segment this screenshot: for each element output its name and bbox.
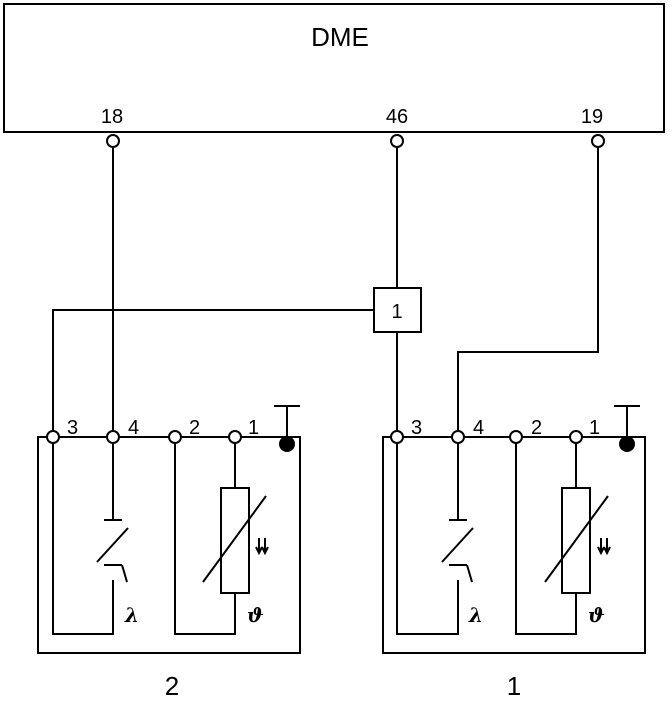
sensor-right-heater-resistor-icon — [561, 487, 591, 594]
sensor-right-pin-1-terminal — [569, 430, 583, 444]
sensor-left-pin-2-terminal — [168, 430, 182, 444]
sensor-right-pin-4-label: 4 — [473, 417, 484, 439]
sensor-right-pin-1-label: 1 — [589, 417, 600, 439]
sensor-right-pin-2-terminal — [509, 430, 523, 444]
sensor-left-switch-icon — [96, 527, 129, 563]
sensor-right-pin-4-terminal — [451, 430, 465, 444]
junction-box — [373, 287, 422, 333]
sensor-right-pin-3-label: 3 — [411, 417, 422, 439]
sensor-right-ground-terminal — [619, 436, 635, 452]
sensor-right-pin-3-terminal — [390, 430, 404, 444]
sensor-right: λ ϑ 3 4 2 1 1 — [382, 405, 646, 701]
sensor-left-lambda-loop — [52, 443, 114, 635]
dme-pin-46-label: 46 — [386, 106, 408, 128]
sensor-left-ground-terminal — [279, 436, 295, 452]
sensor-left-pin-4-terminal — [106, 430, 120, 444]
dme-box — [3, 3, 665, 133]
sensor-right-lambda-loop — [396, 443, 459, 635]
sensor-left: λ ϑ 3 4 2 1 2 — [37, 405, 301, 701]
wires — [52, 148, 599, 430]
dme-pin-18-label: 18 — [101, 106, 123, 128]
dme-label: DME — [311, 22, 369, 52]
sensor-left-pin-2-label: 2 — [189, 417, 200, 439]
sensor-right-thermistor-slash-icon — [544, 495, 609, 583]
sensor-left-heat-arrows-icon — [255, 538, 269, 556]
sensor-left-heater-resistor-icon — [220, 487, 250, 594]
sensor-right-heater-loop — [515, 443, 577, 635]
sensor-left-lambda-symbol: λ — [124, 603, 139, 627]
sensor-left-pin-1-terminal — [228, 430, 242, 444]
wire-19-to-right-4 — [457, 148, 599, 430]
sensor-right-heat-arrows-icon — [597, 538, 611, 556]
sensor-right-pin-2-label: 2 — [531, 417, 542, 439]
sensor-left-label: 2 — [165, 671, 179, 701]
sensor-left-pin-3-terminal — [46, 430, 60, 444]
sensor-right-theta-symbol: ϑ — [588, 603, 605, 627]
sensor-left-pin-4-label: 4 — [128, 417, 139, 439]
dme-pin-18-terminal — [106, 134, 120, 148]
sensor-left-pin-3-label: 3 — [67, 417, 78, 439]
junction-label: 1 — [391, 301, 402, 323]
wire-junction-to-left-3 — [52, 309, 374, 430]
sensor-right-switch-icon — [441, 527, 474, 563]
sensor-left-thermistor-slash-icon — [202, 495, 267, 583]
sensor-left-heater-loop — [174, 443, 236, 635]
sensor-left-theta-symbol: ϑ — [247, 603, 264, 627]
sensor-right-housing — [382, 436, 646, 654]
sensor-left-pin-1-label: 1 — [248, 417, 259, 439]
dme-pin-19-terminal — [591, 134, 605, 148]
sensor-right-lambda-symbol: λ — [468, 603, 483, 627]
dme-pin-46-terminal — [390, 134, 404, 148]
sensor-right-label: 1 — [507, 671, 521, 701]
dme-pin-19-label: 19 — [581, 106, 603, 128]
